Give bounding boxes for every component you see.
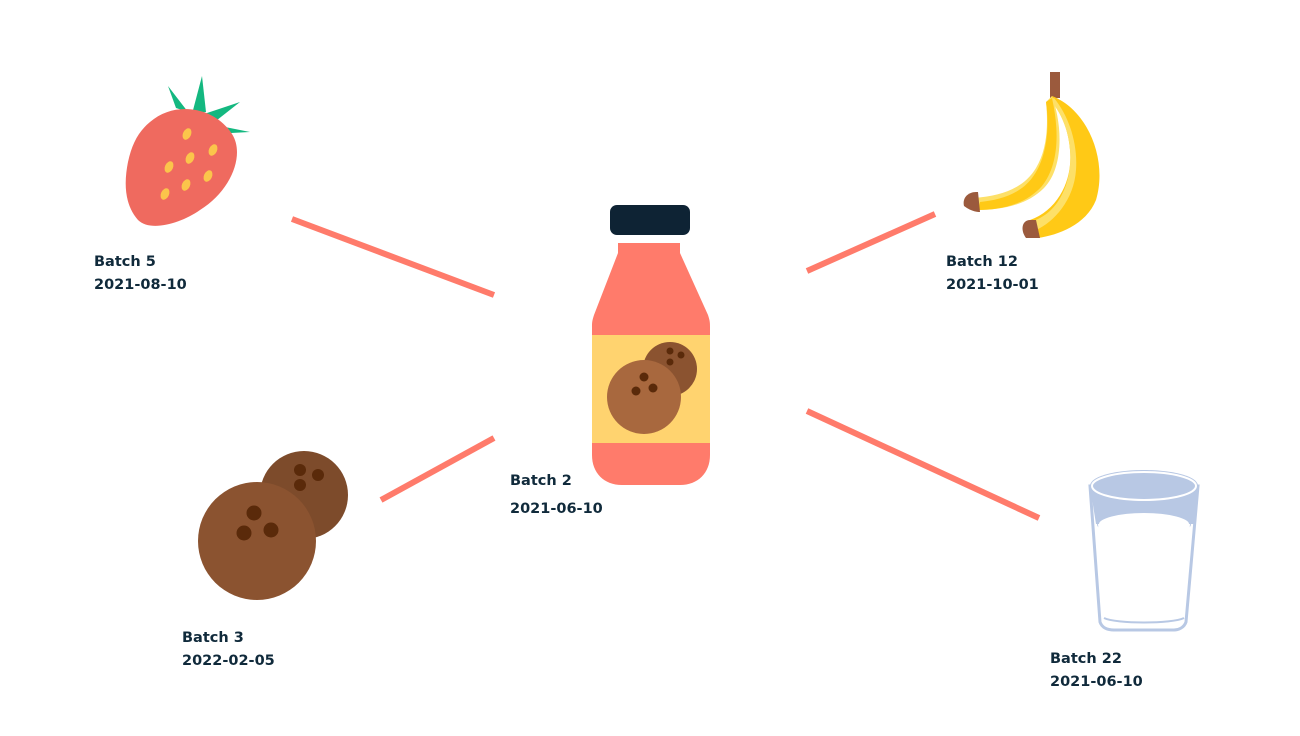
batch-date: 2021-06-10 [510,501,603,517]
batch-id: Batch 22 [1050,651,1122,667]
strawberry-icon [125,76,250,226]
milk-glass-icon [1088,470,1200,632]
batch-id: Batch 2 [510,473,572,489]
edge-strawberry-product [290,216,496,298]
juice-bottle-icon [592,205,710,485]
milk-label: Batch 22 2021-06-10 [1050,648,1143,694]
batch-id: Batch 3 [182,630,244,646]
batch-date: 2021-10-01 [946,277,1039,293]
batch-date: 2021-08-10 [94,277,187,293]
edge-coconut-product [379,435,496,503]
banana-label: Batch 12 2021-10-01 [946,251,1039,297]
strawberry-label: Batch 5 2021-08-10 [94,251,187,297]
edge-milk-product [805,408,1041,521]
edge-banana-product [805,211,937,274]
coconut-icon [198,451,348,600]
batch-id: Batch 5 [94,254,156,270]
banana-icon [963,72,1100,238]
batch-id: Batch 12 [946,254,1018,270]
coconut-label: Batch 3 2022-02-05 [182,627,275,673]
batch-date: 2022-02-05 [182,653,275,669]
batch-date: 2021-06-10 [1050,674,1143,690]
product-label: Batch 2 2021-06-10 [510,467,603,523]
